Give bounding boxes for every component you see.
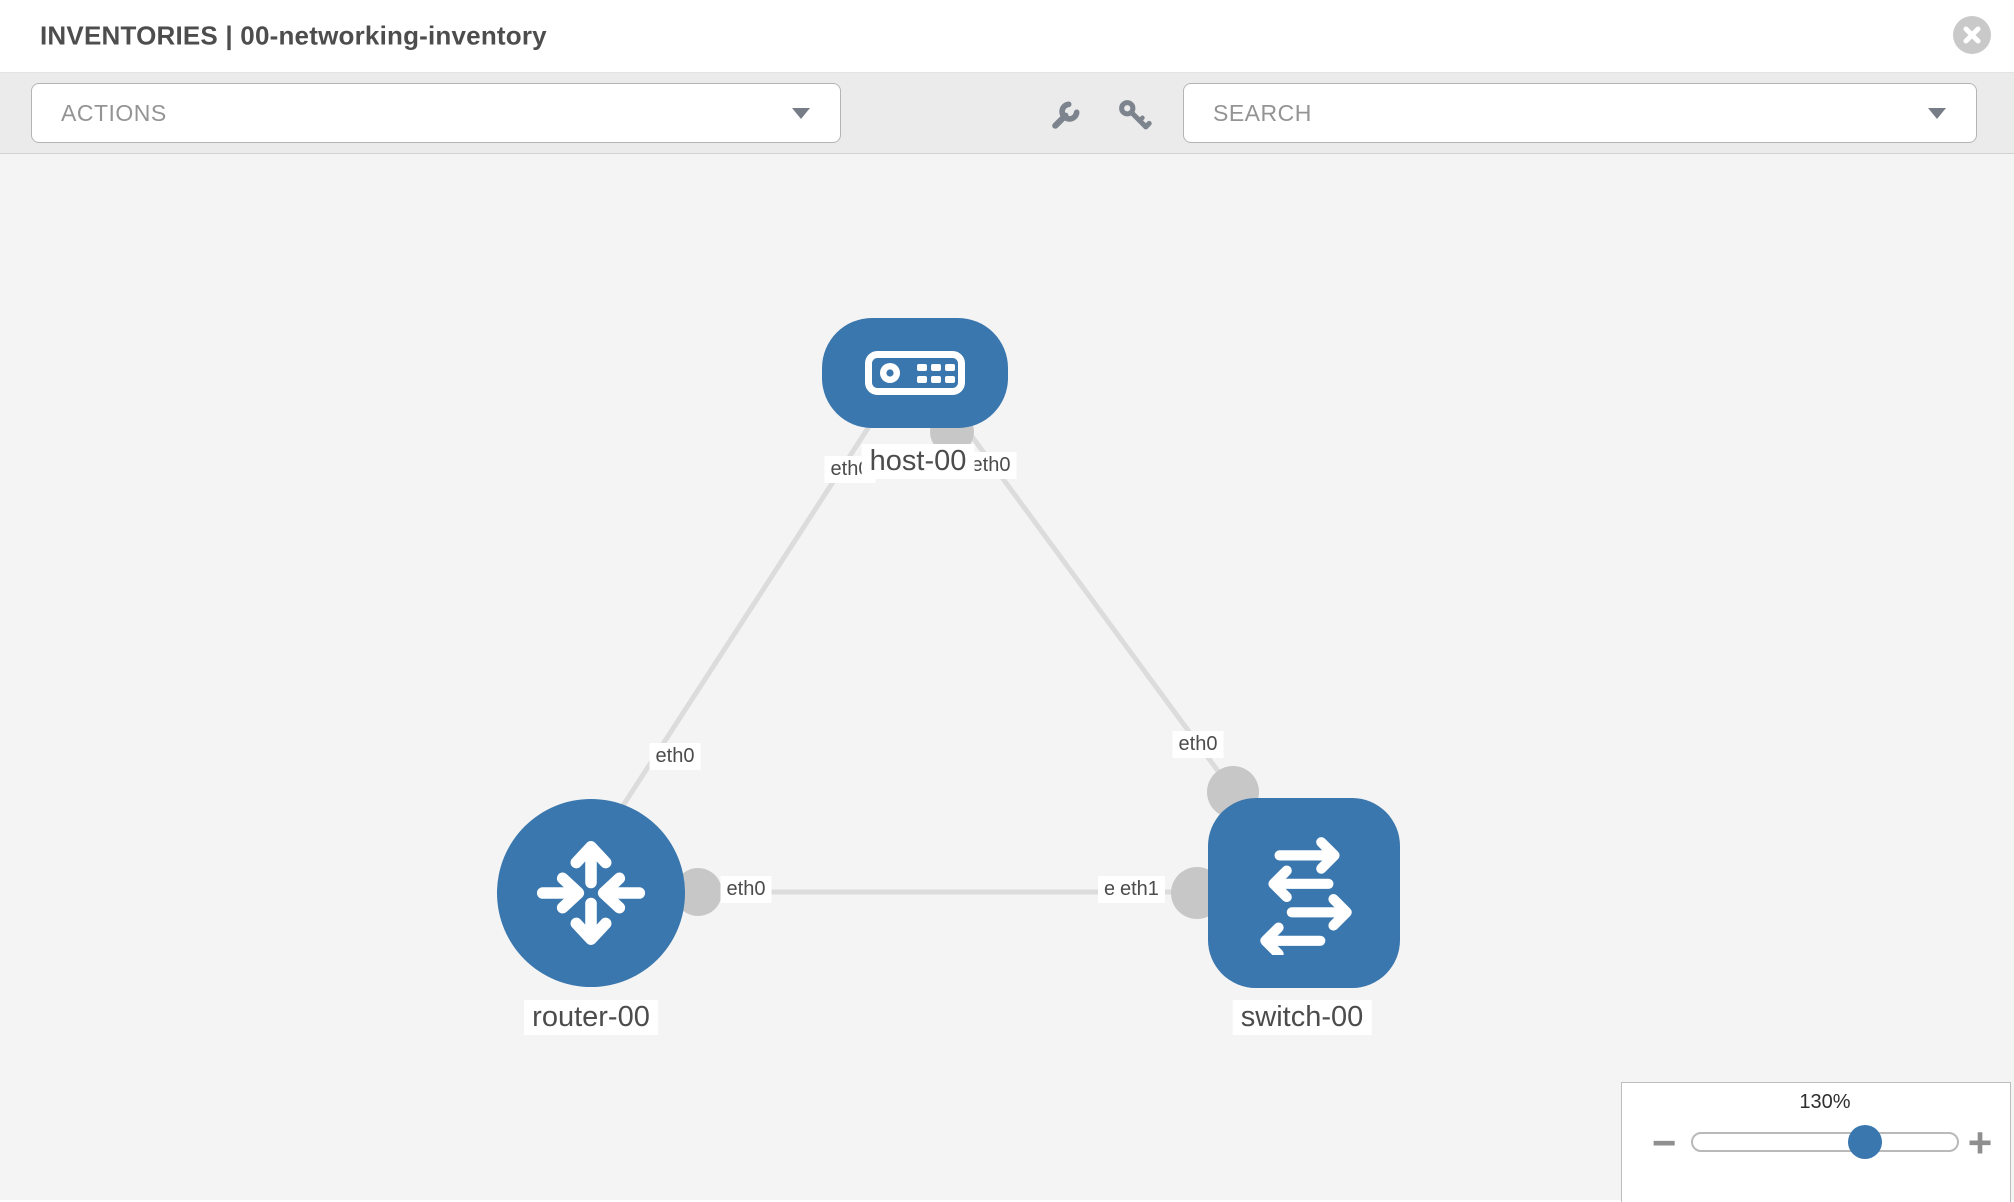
toolbar: ACTIONS SEARCH — [0, 73, 2014, 154]
close-icon — [1962, 25, 1982, 45]
zoom-level-label: 130% — [1799, 1091, 1851, 1113]
close-button[interactable] — [1953, 16, 1991, 54]
zoom-panel: 130% − + — [1621, 1082, 2011, 1202]
node-label: router-00 — [524, 1000, 658, 1035]
zoom-in-button[interactable]: + — [1967, 1119, 1993, 1166]
interface-label: eth0 — [720, 876, 772, 903]
zoom-out-button[interactable]: − — [1651, 1119, 1677, 1166]
search-dropdown-label: SEARCH — [1213, 99, 1312, 126]
search-dropdown[interactable]: SEARCH — [1183, 83, 1977, 143]
actions-dropdown[interactable]: ACTIONS — [31, 83, 841, 143]
interface-label: eth0 — [1172, 731, 1224, 758]
page-title: INVENTORIES | 00-networking-inventory — [40, 20, 547, 51]
chevron-down-icon — [1928, 108, 1946, 119]
node-host[interactable] — [822, 318, 1008, 428]
node-label: switch-00 — [1232, 1000, 1372, 1035]
interface-label: eth0 — [649, 743, 701, 770]
topology-links — [597, 421, 1243, 895]
topology-canvas[interactable]: eth0 eth0 eth0 eth0 eth0 eth0 eth1 host-… — [0, 154, 2014, 1200]
zoom-slider-knob[interactable] — [1848, 1125, 1882, 1159]
node-switch[interactable] — [1208, 798, 1400, 988]
actions-dropdown-label: ACTIONS — [61, 99, 167, 126]
node-label: host-00 — [861, 444, 975, 479]
switch-icon — [1243, 831, 1365, 955]
key-button[interactable] — [1112, 93, 1156, 137]
header: INVENTORIES | 00-networking-inventory — [0, 0, 2014, 73]
zoom-slider-track[interactable] — [1691, 1125, 1959, 1159]
host-icon — [865, 351, 965, 395]
key-icon — [1116, 97, 1152, 133]
wrench-icon — [1048, 97, 1084, 133]
router-icon — [528, 830, 654, 956]
node-router[interactable] — [497, 799, 685, 987]
link-host-router — [597, 423, 873, 843]
interface-label: eth1 — [1114, 876, 1165, 903]
wrench-button[interactable] — [1044, 93, 1088, 137]
chevron-down-icon — [792, 108, 810, 119]
